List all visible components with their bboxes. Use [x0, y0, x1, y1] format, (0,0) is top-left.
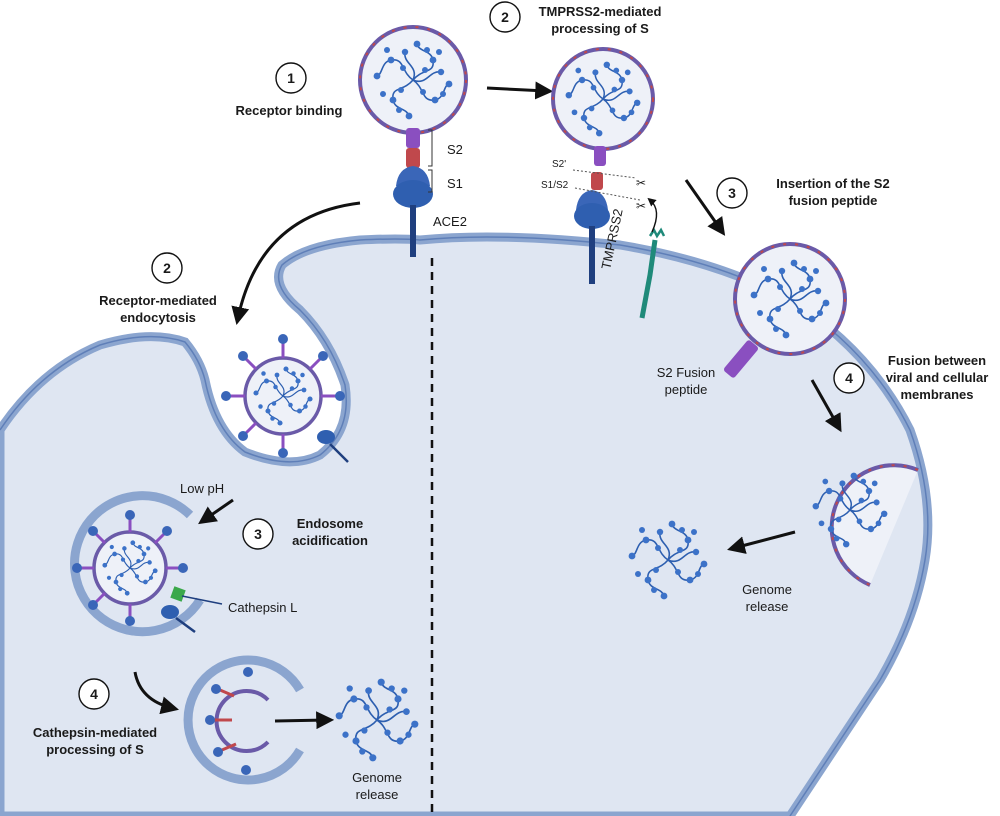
virion-receptor-binding	[358, 25, 468, 135]
left-step2-line2: endocytosis	[120, 310, 196, 325]
genome-release-right-line2: release	[746, 599, 789, 614]
right-step4-badge	[833, 362, 865, 394]
endosome	[70, 491, 204, 637]
right-step2-line2: processing of S	[551, 21, 649, 36]
right-step2-line1: TMPRSS2-mediated	[539, 4, 662, 19]
step1-label: Receptor binding	[236, 103, 343, 118]
left-step4-badge	[78, 678, 110, 710]
left-step4-line1: Cathepsin-mediated	[33, 725, 157, 740]
right-step2-number: 2	[501, 9, 509, 25]
fusion-peptide-line2: peptide	[665, 382, 708, 397]
left-step3-badge	[242, 518, 274, 550]
cell-membrane-inner	[0, 236, 929, 816]
arrow-to-tmprss2	[486, 81, 554, 100]
fusion-peptide-line1: S2 Fusion	[657, 365, 716, 380]
right-step2-badge	[489, 1, 521, 33]
right-step4-number: 4	[845, 370, 853, 386]
genome-release-left-line1: Genome	[352, 770, 402, 785]
left-step4-line2: processing of S	[46, 742, 144, 757]
arrow-to-endosome	[198, 498, 234, 525]
scissors-icon-2: ✂	[636, 199, 646, 213]
s2prime-label: S2'	[552, 159, 566, 170]
s1-s2-bracket	[428, 129, 433, 193]
virion-fusion-insertion	[733, 242, 847, 356]
arrow-to-fusion	[810, 379, 842, 433]
left-step3-line2: acidification	[292, 533, 368, 548]
virion-endocytosis	[221, 334, 349, 463]
arrow-to-endocytosis	[231, 201, 361, 326]
low-ph-label: Low pH	[180, 481, 224, 496]
step1-badge	[275, 62, 307, 94]
right-step3-number: 3	[728, 185, 736, 201]
ace2-label: ACE2	[433, 214, 467, 229]
left-step3-number: 3	[254, 526, 262, 542]
left-step2-line1: Receptor-mediated	[99, 293, 217, 308]
right-step4-line1: Fusion between	[888, 353, 986, 368]
right-step4-line3: membranes	[901, 387, 974, 402]
right-step3-line1: Insertion of the S2	[776, 176, 889, 191]
s1-label: S1	[447, 176, 463, 191]
right-step4-line2: viral and cellular	[886, 370, 989, 385]
arrow-genome-release-left	[274, 711, 335, 730]
left-step2-badge	[151, 252, 183, 284]
virion-tmprss2	[551, 47, 655, 151]
left-step3-line1: Endosome	[297, 516, 363, 531]
left-step4-number: 4	[90, 686, 98, 702]
arrow-to-insertion	[684, 179, 726, 236]
scissors-icon: ✂	[636, 176, 646, 190]
spike-cleaved	[574, 146, 610, 284]
cleavage-arrow	[647, 197, 658, 233]
s2-fusion-peptide	[724, 340, 758, 378]
cathepsin-label: Cathepsin L	[228, 600, 297, 615]
s1s2-label: S1/S2	[541, 180, 569, 191]
arrow-genome-release-right	[727, 530, 796, 554]
s2-label: S2	[447, 142, 463, 157]
genome-release-right-line1: Genome	[742, 582, 792, 597]
spike-bound-ace2	[393, 128, 433, 257]
cathepsin-l	[170, 586, 223, 605]
right-step3-badge	[716, 177, 748, 209]
arrow-to-cathepsin-processing	[133, 671, 179, 715]
right-step3-line2: fusion peptide	[789, 193, 878, 208]
endosome-fusing	[183, 655, 304, 785]
left-step2-number: 2	[163, 260, 171, 276]
virion-fused	[812, 463, 919, 587]
genome-release-left-line2: release	[356, 787, 399, 802]
step1-number: 1	[287, 70, 295, 86]
